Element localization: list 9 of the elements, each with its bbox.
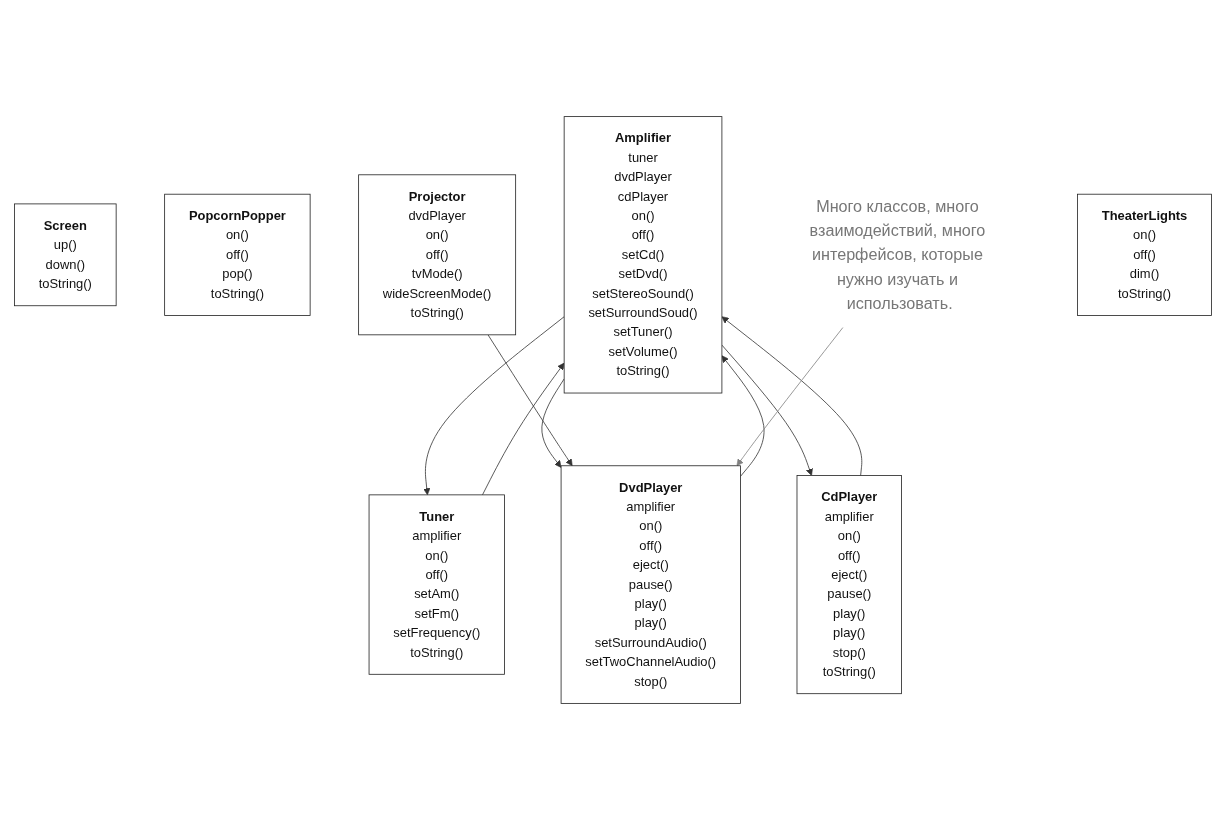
node-text: Много классов, много взаимодействий, много интерфейсов, которые нужно изучать и использовать. bbox=[809, 197, 986, 313]
node-box: Projector dvdPlayer on() off() tvMode() wideScreenMode() toString() bbox=[358, 174, 517, 336]
node-box: Screen up() down() toString() bbox=[14, 203, 117, 307]
node-box: Tuner amplifier on() off() setAm() setFm() setFrequency() toString() bbox=[368, 494, 505, 675]
node-box: DvdPlayer amplifier on() off() eject() pause() play() play() setSurroundAudio() setTwoChannelAudio() stop() bbox=[560, 465, 741, 704]
node-box: TheaterLights on() off() dim() toString() bbox=[1077, 193, 1212, 316]
node-box: Amplifier tuner dvdPlayer cdPlayer on() off() setCd() setDvd() setStereoSound() setSurroundSoud() setTuner() setVolume() toString() bbox=[563, 116, 723, 394]
node-box: CdPlayer amplifier on() off() eject() pause() play() play() stop() toString() bbox=[796, 475, 902, 695]
node-box: PopcornPopper on() off() pop() toString() bbox=[164, 193, 311, 316]
